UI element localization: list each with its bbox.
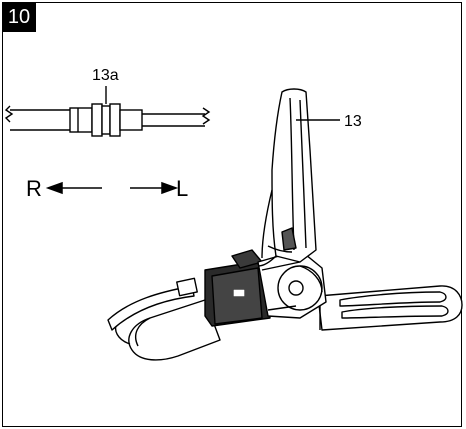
cable-break-left — [4, 105, 14, 123]
connector-nut-1 — [91, 103, 103, 137]
direction-label-left: R — [26, 176, 42, 201]
figure-number-badge: 10 — [2, 2, 36, 32]
direction-indicator: R L — [26, 176, 188, 201]
callout-13: 13 — [344, 113, 362, 130]
throttle-cable — [107, 285, 195, 331]
arrow-left-head — [45, 181, 63, 195]
handlebar-assembly — [107, 88, 463, 361]
cable-fitting — [176, 277, 198, 297]
callout-13a: 13a — [92, 67, 119, 84]
cable-break-right — [201, 107, 211, 125]
cable-detail — [4, 86, 211, 137]
housing-window — [233, 289, 245, 297]
connector-sleeve — [69, 107, 93, 133]
arrow-right-head — [161, 181, 179, 195]
figure-frame — [2, 2, 462, 427]
direction-label-right: L — [176, 176, 188, 201]
handlebar-tube — [128, 299, 221, 361]
connector-nut-2 — [109, 103, 121, 137]
connector-tail — [119, 109, 143, 131]
connector-ring — [101, 105, 111, 135]
